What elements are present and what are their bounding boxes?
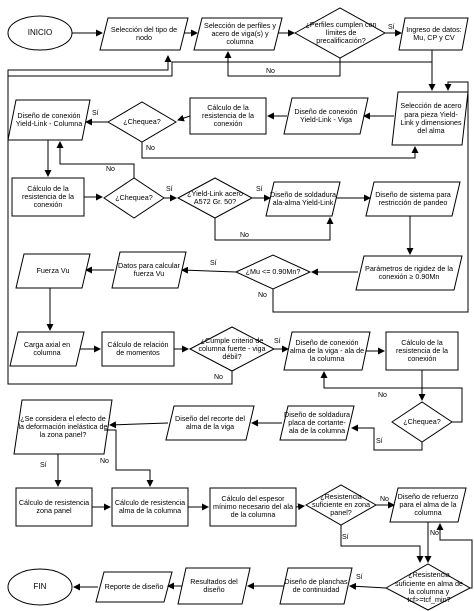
axial-load-shape	[9, 331, 85, 367]
edge-label-no: No	[214, 374, 223, 381]
panel-zone-effect-shape	[13, 399, 113, 455]
vu-data: Datos para calcular fuerza Vu	[118, 260, 180, 278]
min-flange-thickness: Cálculo del espesor mínimo necesario del…	[213, 493, 293, 520]
yl-column-connection-shape	[7, 99, 91, 141]
connectors	[7, 29, 473, 591]
design-report-shape	[95, 571, 173, 603]
edge-label-no: No	[430, 530, 439, 537]
check-decision-1: ¿Chequea?	[123, 116, 161, 126]
column-axial-load: Carga axial en columna	[23, 339, 71, 357]
profile-selection: Selección de perfiles y acero de viga(s)…	[204, 20, 276, 47]
prequalification-decision: ¿Perfiles cumplen con límites de precali…	[305, 19, 377, 46]
node-type-input-shape	[99, 17, 189, 51]
edge-label-no: No	[146, 145, 155, 152]
edge-label-yes: Sí	[210, 260, 217, 267]
web-flange-resistance: Cálculo de la resistencia de la conexión	[396, 337, 448, 364]
panel-zone-resistance-shape	[15, 487, 93, 527]
flange-web-weld: Diseño de soldadura ala-alma Yield-Link	[270, 189, 336, 207]
moment-ratio-shape	[101, 331, 175, 367]
yield-link-steel-selection: Selección de acero para pieza Yield-Link…	[400, 101, 462, 136]
web-flange-connection: Diseño de conexión alma de la viga - ala…	[289, 337, 365, 364]
vu-data-shape	[111, 251, 187, 289]
edge-label-yes: Sí	[376, 438, 383, 445]
yl-beam-resistance-shape	[189, 97, 267, 135]
node-type-selection: Selección del tipo de nodo	[110, 24, 178, 42]
strong-column-decision: ¿Cumple criterio de columna fuerte - vig…	[198, 335, 266, 362]
edge-label-yes: Sí	[92, 110, 99, 117]
beam-web-cope: Diseño del recorte del alma de la viga	[175, 413, 245, 431]
edge-label-no: No	[378, 392, 387, 399]
edge-label-no: No	[100, 458, 109, 465]
end-terminal: FIN	[33, 582, 47, 592]
check-decision-3: ¿Chequea?	[403, 416, 441, 426]
force-vu-shape	[15, 253, 91, 289]
continuity-plates: Diseño de planchas de continuidad	[284, 576, 348, 594]
beam-cope-shape	[165, 405, 255, 441]
yl-column-resistance: Cálculo de la resistencia de la conexión	[22, 183, 74, 210]
edge-label-yes: Sí	[342, 534, 349, 541]
rigidity-parameters: Parámetros de rigidez de la conexión ≥ 0…	[365, 263, 453, 281]
web-flange-connection-shape	[283, 331, 371, 371]
min-flange-thickness-shape	[209, 487, 297, 527]
edge-label-yes: Sí	[274, 338, 281, 345]
yl-column-connection: Diseño de conexión Yield-Link - Columna	[15, 110, 83, 128]
buckling-restraint-shape	[365, 181, 461, 217]
column-web-reinforcement: Diseño de refuerzo para el alma de la co…	[397, 491, 459, 518]
shear-plate-weld-shape	[279, 405, 355, 441]
edge-label-yes: Sí	[40, 462, 47, 469]
edge-label-yes: Sí	[388, 24, 395, 31]
check-decision-2: ¿Chequea?	[115, 192, 153, 202]
yl-column-resistance-shape	[11, 177, 85, 217]
flange-web-weld-shape	[265, 181, 341, 217]
design-results: Resultados del diseño	[190, 576, 238, 594]
web-flange-resistance-shape	[385, 331, 459, 371]
end-terminal-shape	[7, 568, 73, 606]
edge-label-no: No	[258, 292, 267, 299]
rigidity-parameters-shape	[355, 255, 463, 291]
design-report: Reporte de diseño	[104, 581, 164, 591]
edge-label-no: No	[240, 232, 249, 239]
data-input: Ingreso de datos: Mu, CP y CV	[406, 24, 462, 42]
yield-link-steel-shape	[391, 91, 469, 146]
edge-label-no: No	[266, 68, 275, 75]
column-web-resistance-shape	[111, 487, 189, 527]
check-decision-1-shape	[107, 101, 177, 143]
panel-zone-decision: ¿Resistencia suficiente en zona panel?	[312, 491, 370, 518]
column-web-decision: ¿Resistencia suficiente en alma de la co…	[395, 570, 463, 605]
web-reinforcement-shape	[389, 487, 467, 523]
edge-label-yes: Sí	[256, 186, 263, 193]
mu-decision-shape	[234, 254, 312, 290]
buckling-restraint-system: Diseño de sistema para restricción de pa…	[375, 189, 451, 207]
moment-ratio: Cálculo de relación de momentos	[107, 339, 169, 357]
panel-zone-resistance: Cálculo de resistencia zona panel	[18, 497, 90, 515]
start-terminal: INICIO	[27, 28, 53, 38]
edge-label-yes: Sí	[356, 574, 363, 581]
yl-beam-connection: Diseño de conexión Yield-Link - Viga	[294, 106, 358, 124]
a572-decision: ¿Yield-Link acero A572 Gr. 50?	[187, 188, 243, 206]
mu-decision: ¿Mu <= 0.90Mn?	[245, 266, 301, 276]
force-vu: Fuerza Vu	[36, 265, 70, 275]
yl-beam-resistance: Cálculo de la resistencia de la conexión	[202, 102, 254, 129]
data-input-shape	[398, 17, 469, 51]
edge-label-no: No	[106, 166, 115, 173]
profile-selection-input-shape	[193, 17, 283, 51]
edge-label-no: No	[380, 496, 389, 503]
edge-label-yes: Sí	[166, 186, 173, 193]
yl-beam-connection-shape	[283, 97, 369, 135]
continuity-plates-shape	[279, 567, 353, 605]
panel-zone-effect-question: ¿Se considera el efecto de la deformació…	[18, 413, 108, 440]
design-results-shape	[177, 567, 251, 605]
shear-plate-weld: Diseño de soldadura placa de cortante-al…	[284, 409, 350, 436]
column-web-resistance: Cálculo de resistencia alma de la column…	[114, 497, 186, 515]
